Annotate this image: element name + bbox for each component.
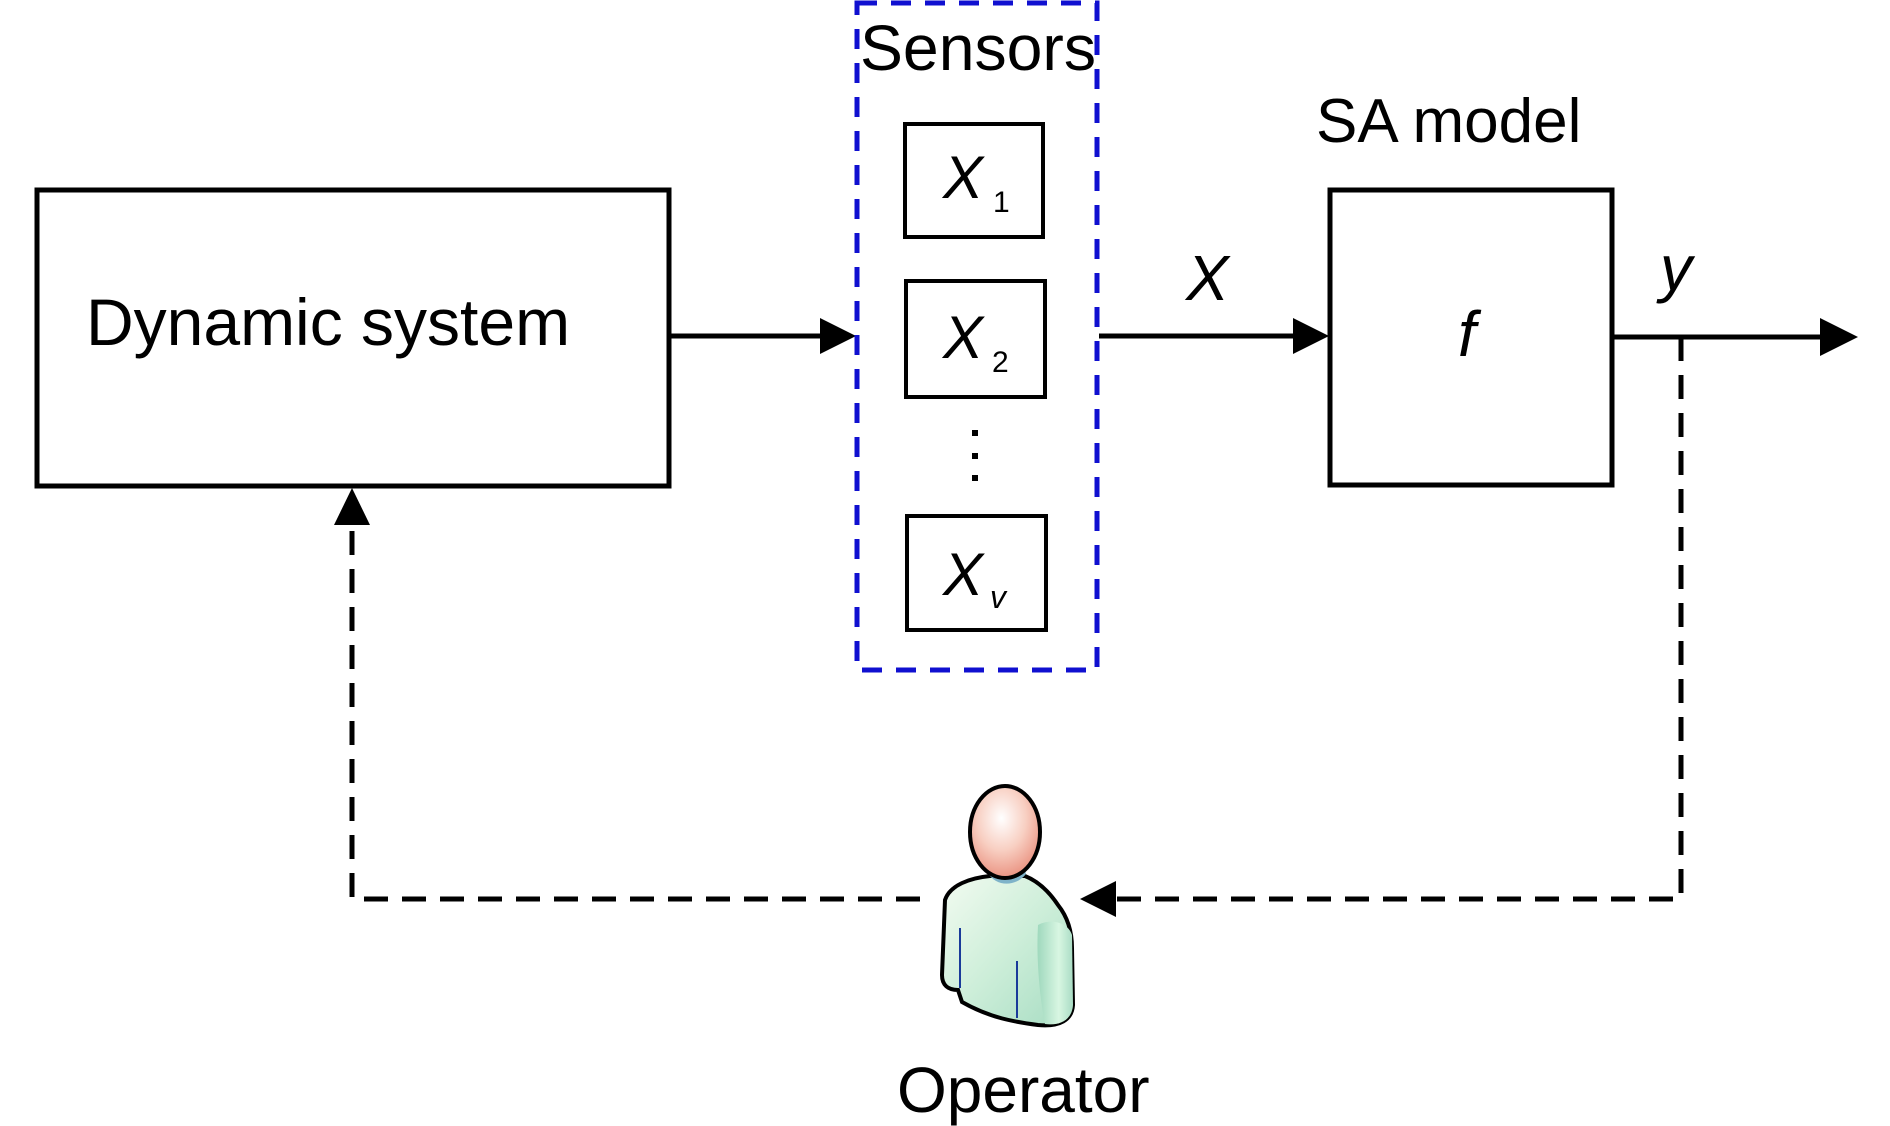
- arrowhead-icon: [1293, 318, 1329, 354]
- sensor-subscript: v: [990, 579, 1008, 615]
- arrow-sensors-to-model: X: [1099, 242, 1329, 354]
- operator-arm: [1037, 921, 1073, 1025]
- sa-model-block: SA model f: [1316, 87, 1615, 488]
- sensor-xv: X v: [905, 514, 1048, 632]
- sensor-subscript: 2: [992, 346, 1009, 379]
- feedback-operator-to-system: [334, 488, 920, 902]
- arrowhead-icon: [334, 488, 370, 525]
- sensor-subscript: 1: [993, 186, 1010, 219]
- operator-label: Operator: [897, 1054, 1150, 1126]
- sensors-group-border: [854, 0, 1100, 673]
- sensor-box: [903, 122, 1045, 239]
- sensor-box: [905, 514, 1048, 632]
- arrowhead-icon: [1820, 318, 1858, 356]
- sensor-symbol: X: [941, 304, 985, 371]
- sensors-group: Sensors X 1 X 2 X v: [854, 0, 1100, 673]
- sa-model-box: [1327, 187, 1615, 488]
- dashed-control-line: [349, 520, 920, 902]
- sensors-title: Sensors: [860, 12, 1096, 84]
- sa-model-title: SA model: [1316, 87, 1581, 156]
- sensor-ellipsis: [972, 430, 978, 481]
- arrow-model-output: y: [1612, 232, 1858, 356]
- arrowhead-icon: [1080, 881, 1116, 917]
- dynamic-system-block: Dynamic system: [34, 187, 672, 489]
- ellipsis-dot: [972, 453, 978, 459]
- edge-label-x: X: [1184, 242, 1231, 314]
- operator: Operator: [897, 784, 1150, 1126]
- operator-person-icon: [939, 784, 1076, 1028]
- feedback-output-to-operator: [1080, 337, 1684, 917]
- ellipsis-dot: [972, 430, 978, 436]
- arrow-system-to-sensors: [669, 318, 856, 354]
- dynamic-system-box: [34, 187, 672, 489]
- sensor-symbol: X: [941, 541, 985, 608]
- sensor-x1: X 1: [903, 122, 1045, 239]
- sensor-symbol: X: [941, 144, 985, 211]
- dynamic-system-label: Dynamic system: [86, 285, 570, 359]
- edge-label-y: y: [1656, 232, 1696, 304]
- ellipsis-dot: [972, 475, 978, 481]
- sensor-box: [904, 279, 1047, 399]
- arrowhead-icon: [820, 318, 856, 354]
- operator-head: [968, 784, 1042, 880]
- sensor-x2: X 2: [904, 279, 1047, 399]
